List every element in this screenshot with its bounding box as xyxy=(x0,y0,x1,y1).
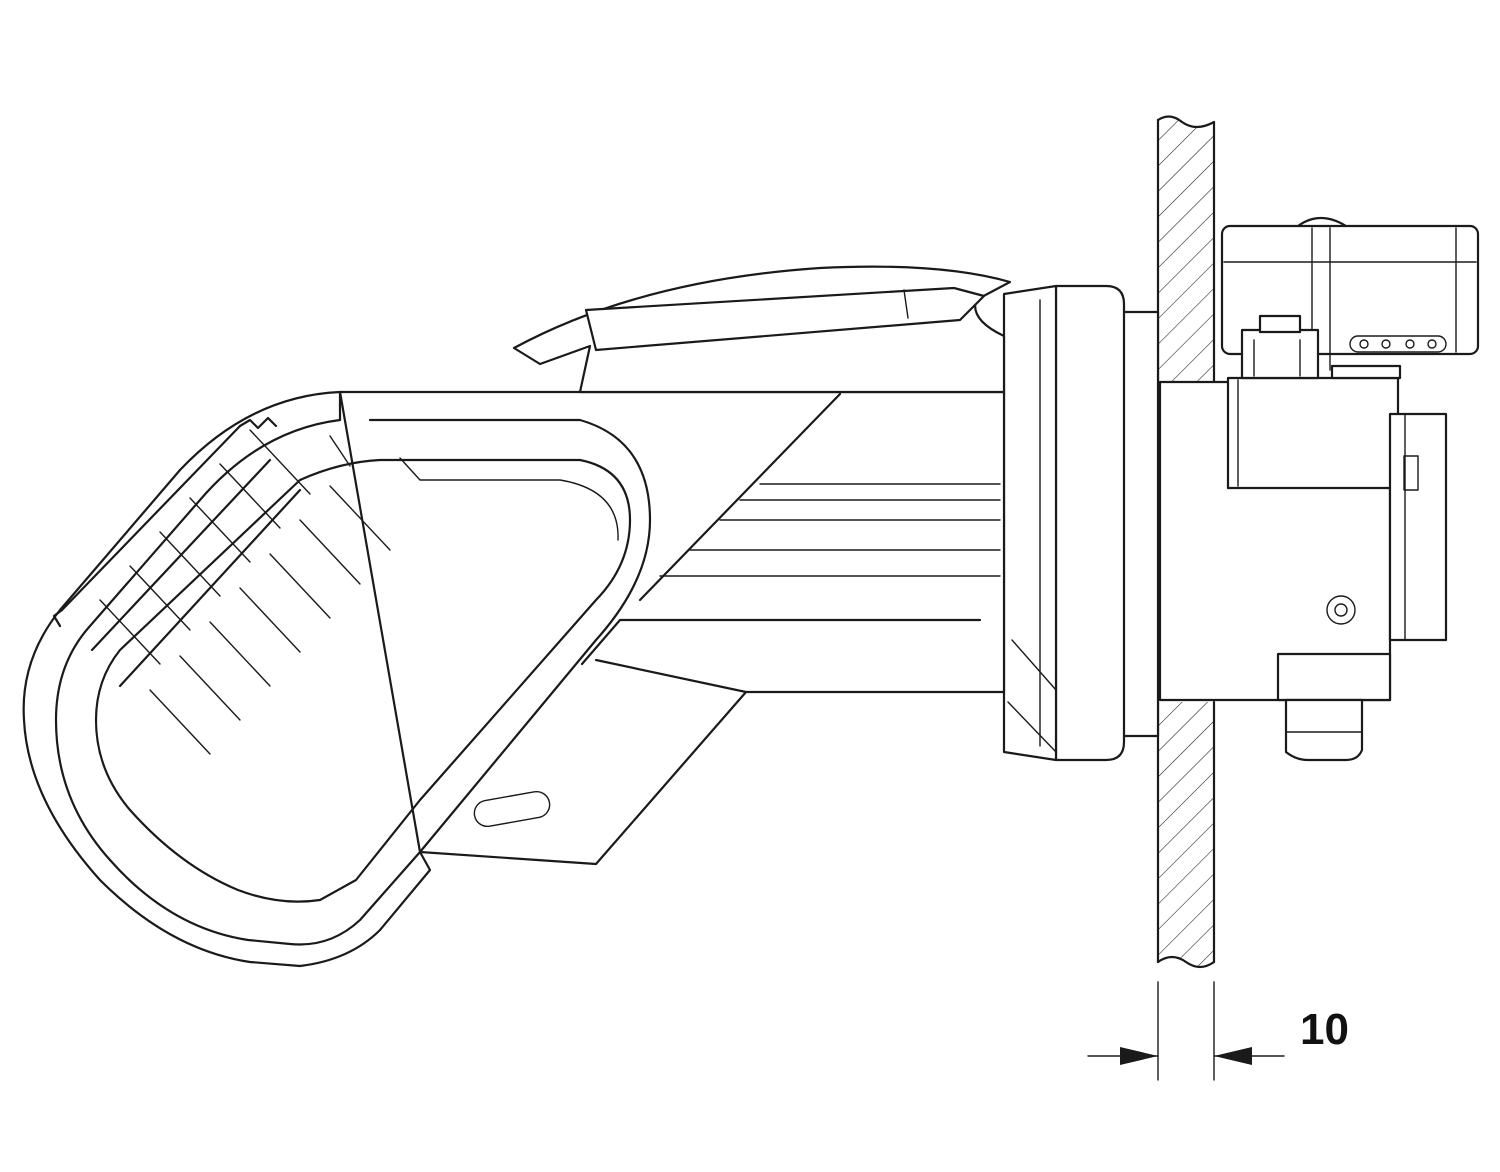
plug-body xyxy=(338,390,1006,866)
rear-housing xyxy=(1158,376,1448,762)
dimension-arrow-right xyxy=(1214,1047,1252,1065)
terminal-block xyxy=(1220,216,1480,380)
dimension-arrow-left xyxy=(1120,1047,1158,1065)
latch-lever xyxy=(512,265,1012,394)
grip-handle xyxy=(22,390,652,968)
dimension-label: 10 xyxy=(1300,1005,1349,1054)
dimension-10: 10 xyxy=(1087,981,1349,1081)
mounting-flange xyxy=(1002,284,1160,762)
